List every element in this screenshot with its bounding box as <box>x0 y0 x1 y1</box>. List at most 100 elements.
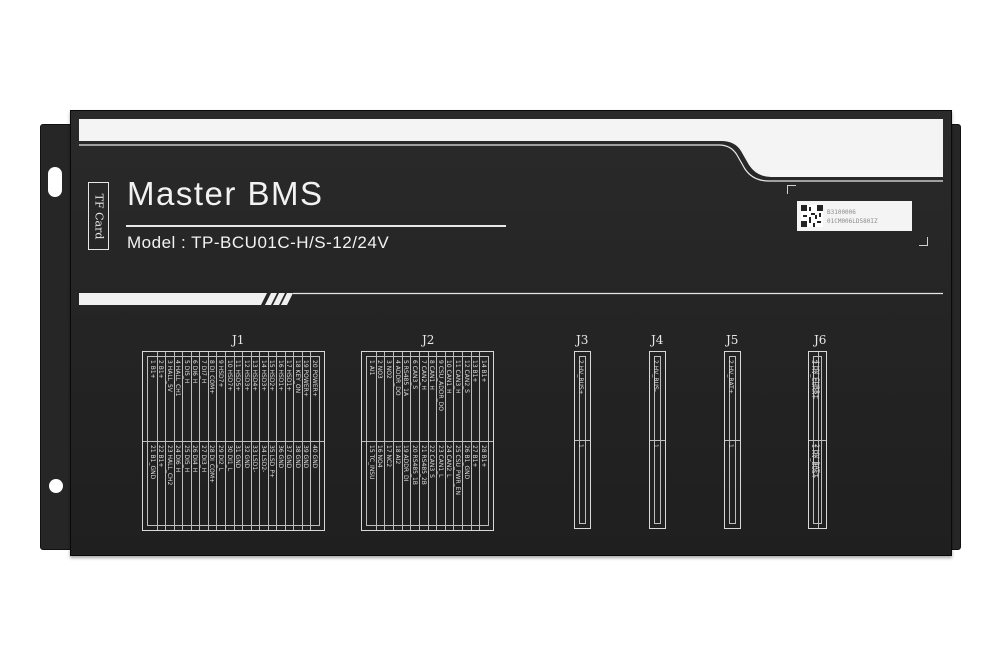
pin-label-bottom: 39 GND <box>302 445 309 469</box>
pin-label-bottom: 29 DI2_L <box>217 445 224 472</box>
pin-label-top: 2 HV_BUS- <box>652 360 659 392</box>
pin-label-bottom: 32 GND <box>243 445 250 469</box>
pin-label-bottom: 25 CSU_PWR_EN <box>454 445 461 495</box>
product-title: Master BMS <box>127 175 324 212</box>
pin-label-bottom: 31 GND <box>234 445 241 469</box>
pin-column-line <box>462 352 463 530</box>
pin-label-top: 7 DI7_H <box>200 360 207 384</box>
pin-label-bottom: 18 AI2 <box>394 445 401 465</box>
pin-label-bottom: 35 LSD_P+ <box>268 445 275 478</box>
pin-label-bottom: 19 ADDR_DI <box>402 445 409 482</box>
pin-label-bottom: 17 NC2 <box>385 445 392 468</box>
pin-column-line <box>436 352 437 530</box>
connector-label-j4: J4 <box>651 333 664 347</box>
pin-label-top: 14 HSD3+ <box>260 360 267 392</box>
pin-column-line <box>310 352 311 530</box>
connector-j5: 2 HV_BAT+1 <box>724 351 741 529</box>
pin-column-line <box>818 352 819 528</box>
pin-label-bottom: 38 GND <box>294 445 301 469</box>
pin-label-top: 20 POWER+ <box>311 360 318 397</box>
pin-column-line <box>453 352 454 530</box>
mid-stripe-slash <box>265 293 277 305</box>
pin-label-top: 2 HV_BUS+ <box>577 360 584 395</box>
pin-label-bottom: 33 LSD1- <box>251 445 258 473</box>
connector-j6: 3 HV_CURR+1 HV_BUS+4 HV_CURR+2 HV_BAT+ <box>808 351 827 529</box>
label-corner <box>787 185 796 194</box>
pin-label-bottom: 36 GND <box>277 445 284 469</box>
pin-label-bottom: 1 <box>652 444 659 448</box>
pin-label-bottom: 28 DI_COM+ <box>208 445 215 484</box>
pin-label-top: 11 HSD5+ <box>234 360 241 392</box>
pin-column-line <box>165 352 166 530</box>
pin-label-bottom: 37 GND <box>285 445 292 469</box>
connector-label-j2: J2 <box>422 333 435 347</box>
pin-label-top: 4 HALL_CH1 <box>174 360 181 397</box>
pin-column-line <box>208 352 209 530</box>
pin-label-top: 1 AI1 <box>368 360 375 376</box>
label-corner <box>919 237 928 246</box>
pin-column-line <box>293 352 294 530</box>
connector-j4: 2 HV_BUS- 1 <box>649 351 666 529</box>
pin-label-top: 8 CAN1_H <box>428 360 435 390</box>
pin-label-top: 17 HSD1+ <box>285 360 292 392</box>
pin-column-line <box>479 352 480 530</box>
connector-row-divider <box>725 440 740 441</box>
pin-column-line <box>242 352 243 530</box>
pin-column-line <box>182 352 183 530</box>
pin-column-line <box>225 352 226 530</box>
pin-column-line <box>376 352 377 530</box>
pin-label-top: 7 CAN2_H <box>420 360 427 390</box>
pin-label-bottom: 26 DI4_H <box>191 445 198 473</box>
pin-column-line <box>216 352 217 530</box>
pin-column-line <box>419 352 420 530</box>
pin-label-top: 1 B1+ <box>149 360 156 379</box>
connector-row-divider <box>650 440 665 441</box>
pin-label-top: 11 CAN3_H <box>454 360 461 394</box>
pin-label-top: 4 ADDR_DO <box>394 360 401 396</box>
pin-label-bottom: 21 B1_GND <box>149 445 156 480</box>
pin-column-line <box>285 352 286 530</box>
pin-label-top: 6 DI6_H <box>191 360 198 384</box>
top-banner-stripe <box>79 119 943 177</box>
pin-label-top: 3 NO2 <box>385 360 392 379</box>
pin-column-line <box>268 352 269 530</box>
pin-column-line <box>384 352 385 530</box>
mounting-slot <box>48 167 62 197</box>
pin-label-top: 4 HV_CURR+ <box>813 360 820 400</box>
connector-row-divider <box>575 440 590 441</box>
connector-label-j3: J3 <box>576 333 589 347</box>
pin-label-bottom: 24 DI6_H <box>174 445 181 473</box>
pin-label-top: 10 HSD7+ <box>226 360 233 392</box>
pin-label-bottom: 27 B1+ <box>471 445 478 468</box>
title-underline <box>126 225 506 227</box>
pin-column-line <box>174 352 175 530</box>
pin-column-line <box>259 352 260 530</box>
pin-column-line <box>428 352 429 530</box>
pin-label-bottom: 20 RS485_1B <box>411 445 418 485</box>
pin-column-line <box>199 352 200 530</box>
pin-label-top: 10 CAN1_H <box>445 360 452 394</box>
pin-label-bottom: 16 NO4 <box>376 445 383 468</box>
pin-label-bottom: 24 CAN2_L <box>445 445 452 478</box>
serial-line-2: 01CM006LD580IZ <box>827 218 878 225</box>
pin-label-bottom: 28 B1+ <box>480 445 487 468</box>
pin-column-line <box>471 352 472 530</box>
pin-label-top: 9 CSU_ADDR_DO <box>437 360 444 411</box>
connector-j3: 2 HV_BUS+ 1 <box>574 351 591 529</box>
pin-column-line <box>402 352 403 530</box>
pin-label-bottom: 30 DI1_L <box>226 445 233 472</box>
pin-label-bottom: 1 <box>727 444 734 448</box>
connector-label-j1: J1 <box>232 333 245 347</box>
pin-label-bottom: 22 B1+ <box>157 445 164 468</box>
pin-label-bottom: 22 CAN3_S <box>428 445 435 478</box>
pin-label-top: 3 HALL_5V <box>166 360 173 392</box>
mounting-hole <box>49 479 63 493</box>
pin-label-top: 2 NO3 <box>376 360 383 379</box>
pin-column-line <box>410 352 411 530</box>
pin-label-top: 5 DI5_H <box>183 360 190 384</box>
pin-label-bottom: 1 <box>577 444 584 448</box>
pin-label-bottom: 27 DI3_H <box>200 445 207 473</box>
pin-column-line <box>302 352 303 530</box>
pin-label-bottom: 2 HV_BAT+ <box>813 444 820 478</box>
pin-column-line <box>157 352 158 530</box>
